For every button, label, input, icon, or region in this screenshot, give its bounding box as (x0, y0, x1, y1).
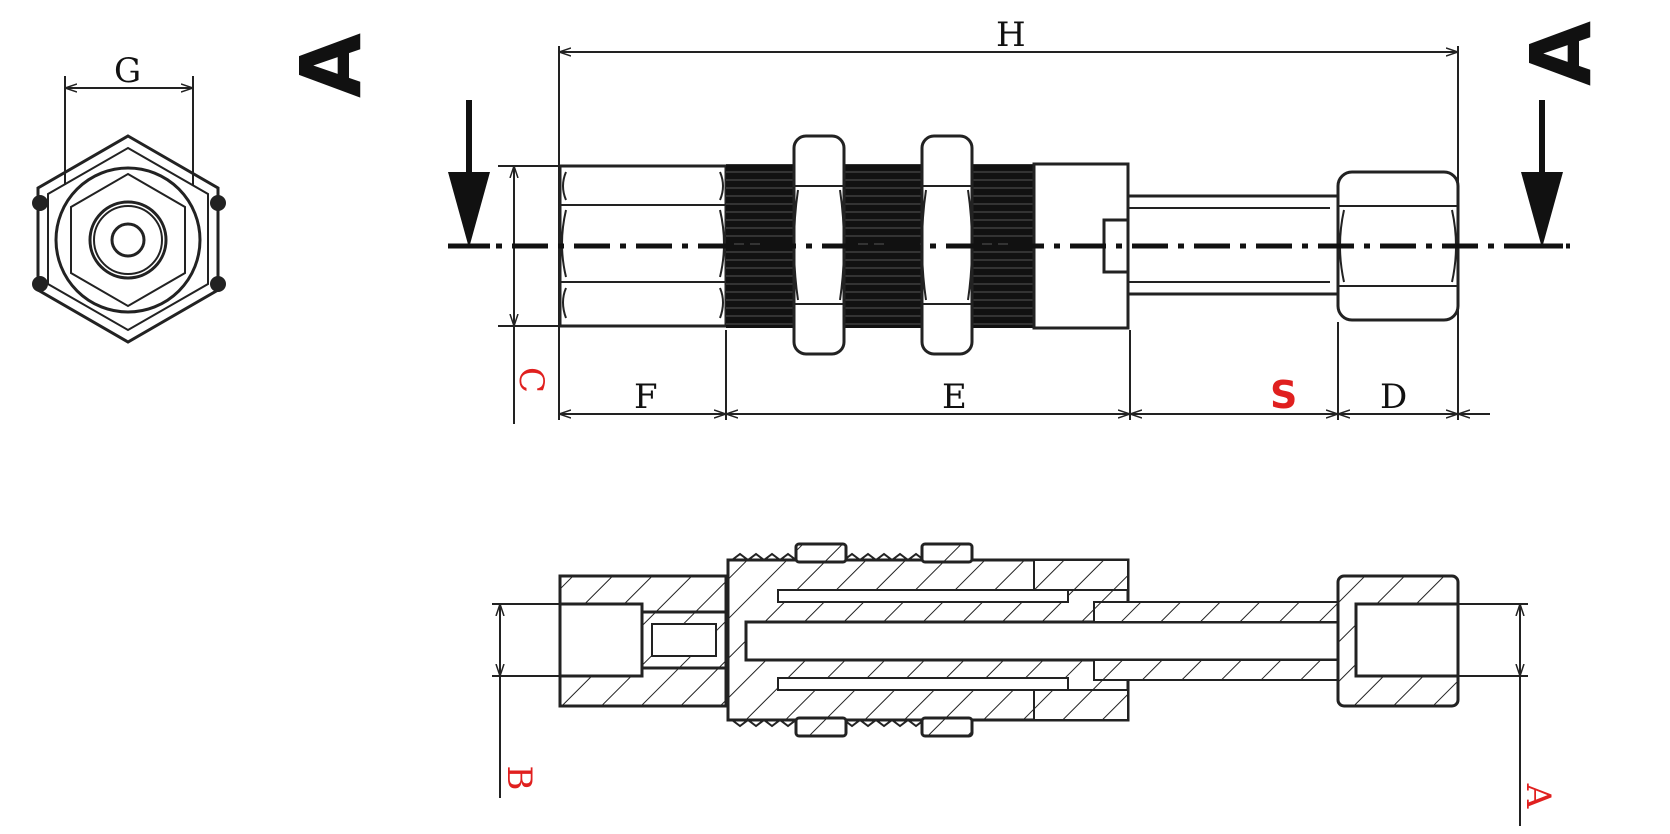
locknut-section (920, 542, 974, 564)
section-mark-right: A (1512, 21, 1610, 249)
hex-corner-mark (32, 276, 48, 292)
locknut-section (794, 542, 848, 564)
hex-inner (47, 146, 209, 332)
label-d: D (1380, 377, 1407, 417)
hex-corner-mark (32, 195, 48, 211)
end-bore (110, 222, 146, 258)
rod-section-top (1093, 601, 1339, 623)
arrow-head-left (448, 172, 490, 248)
seal-cavity-bottom (777, 677, 1069, 691)
rod-bore (744, 620, 1348, 662)
label-b: B (499, 766, 539, 791)
section-view: B A (492, 542, 1558, 826)
right-cap-bore (1354, 602, 1460, 678)
hex-corner-mark (210, 276, 226, 292)
label-e: E (942, 377, 967, 417)
hex-outer (36, 134, 220, 344)
locknut-section (794, 716, 848, 738)
seal-cavity-top (777, 589, 1069, 603)
label-f: F (634, 377, 658, 417)
rod-section-bottom (1093, 659, 1339, 681)
label-s: S (1270, 373, 1297, 417)
hex-corner-mark (210, 195, 226, 211)
side-view: H C (450, 15, 1570, 424)
inner-hex (70, 172, 186, 308)
end-gland-bottom (1033, 689, 1129, 721)
end-gland-top (1033, 559, 1129, 591)
end-circle-mid-inner (93, 205, 163, 275)
section-mark-left: A (282, 33, 490, 249)
plug-bore (651, 623, 717, 657)
end-circle-mid (88, 200, 168, 280)
left-cap-bore (558, 602, 644, 678)
label-g: G (114, 51, 141, 91)
end-circle-outer (54, 166, 202, 314)
label-a-right: A (1512, 21, 1610, 86)
label-h: H (996, 15, 1026, 55)
label-a-bottom: A (1518, 783, 1558, 809)
label-c: C (511, 367, 551, 393)
locknut-section (920, 716, 974, 738)
end-view: G (32, 51, 226, 344)
label-a-left: A (282, 33, 380, 98)
arrow-head-right (1521, 172, 1563, 248)
